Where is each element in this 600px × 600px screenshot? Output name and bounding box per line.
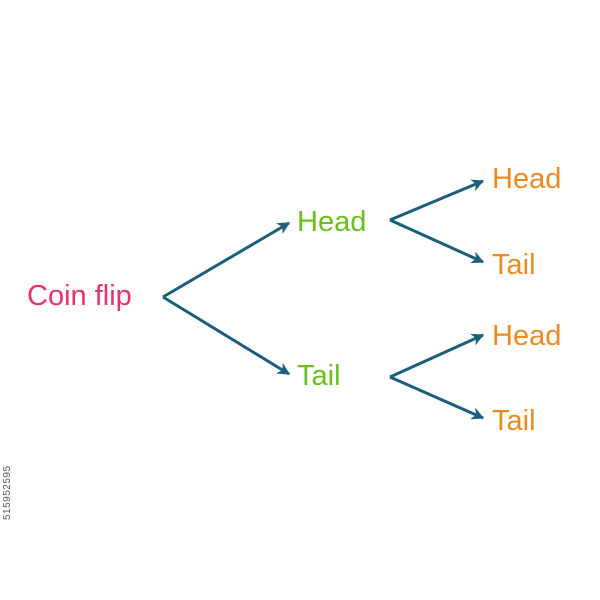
- arrow-tail-to-tail: [389, 375, 485, 420]
- level2-tail-head-label: Head: [492, 320, 561, 352]
- arrow-root-to-tail: [162, 295, 291, 376]
- level2-head-tail-label: Tail: [492, 249, 536, 281]
- arrow-tail-to-head: [389, 333, 485, 379]
- level2-tail-tail-label: Tail: [492, 405, 536, 437]
- arrow-head-to-tail: [389, 218, 485, 264]
- level2-head-head-label: Head: [492, 163, 561, 195]
- level1-head-label: Head: [297, 206, 366, 238]
- level1-tail-label: Tail: [297, 360, 341, 392]
- watermark-id: 515952595: [2, 465, 13, 520]
- root-label: Coin flip: [27, 280, 132, 312]
- arrow-root-to-head: [162, 221, 291, 299]
- arrow-head-to-head: [389, 179, 485, 222]
